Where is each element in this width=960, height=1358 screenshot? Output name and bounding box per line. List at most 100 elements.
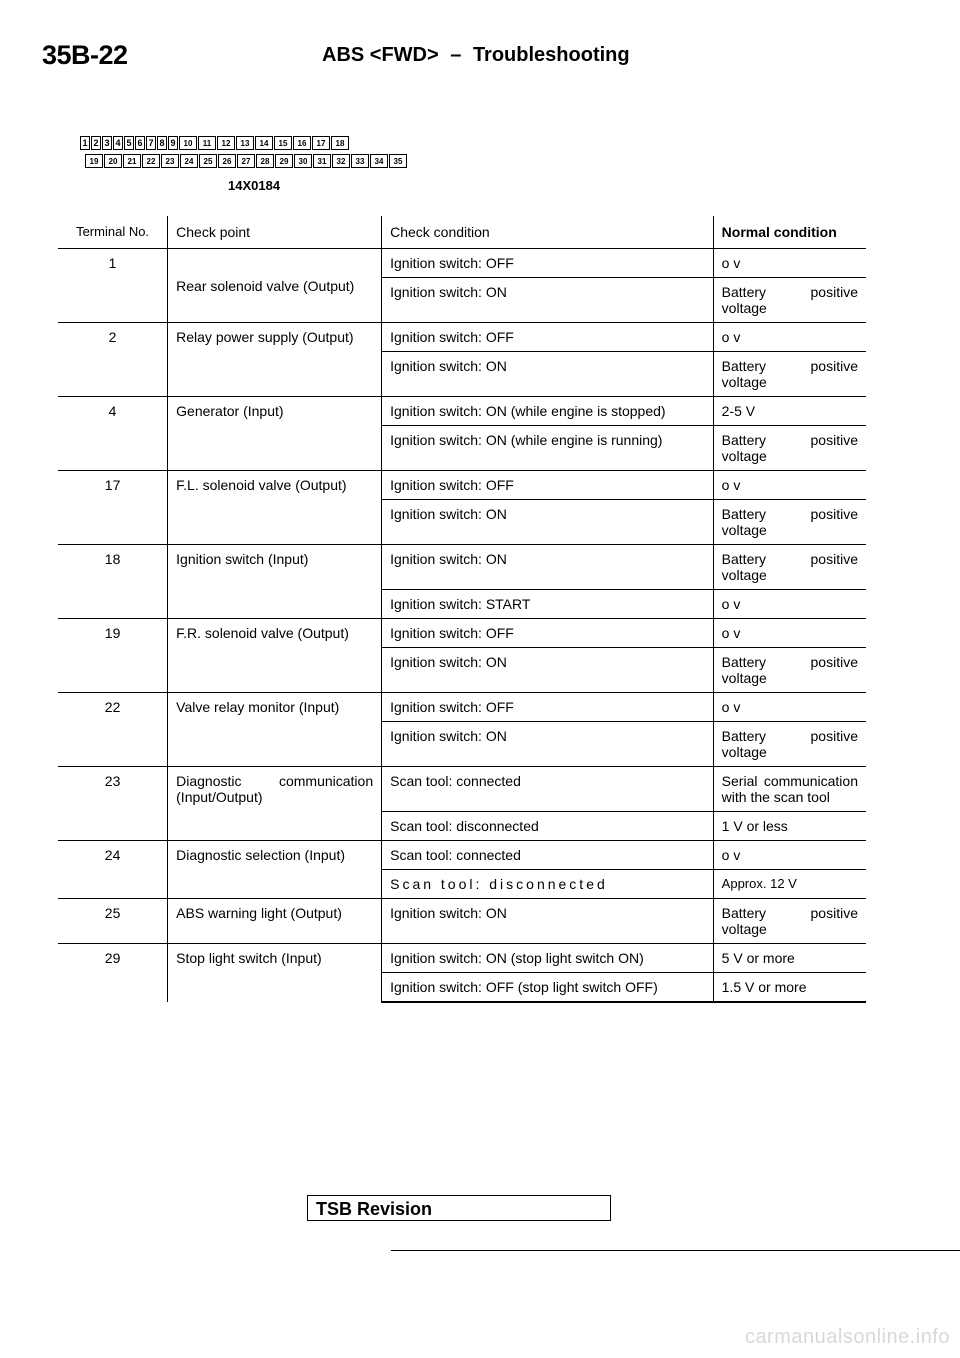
check-point: Ignition switch (Input) [167, 544, 383, 619]
check-point: Diagnostic communication (Input/Output) [167, 766, 383, 841]
connector-pin: 21 [123, 154, 141, 168]
check-condition: Ignition switch: ON [381, 721, 714, 767]
table-row: 23 Diagnostic communication (Input/Outpu… [58, 766, 866, 841]
normal-condition: o v [713, 840, 866, 870]
check-condition: Ignition switch: OFF [381, 470, 714, 500]
check-condition: Scan tool: disconnected [381, 811, 714, 841]
connector-pin: 10 [179, 136, 197, 150]
normal-condition: Approx. 12 V [713, 869, 866, 899]
table-header-row: Terminal No. Check point Check condition… [58, 216, 866, 249]
check-condition: Ignition switch: OFF [381, 692, 714, 722]
header-check-point: Check point [167, 216, 383, 249]
table-row: 22 Valve relay monitor (Input) Ignition … [58, 692, 866, 767]
table-row: Ignition switch: ON Battery positive vol… [58, 721, 866, 767]
connector-pin: 9 [168, 136, 178, 150]
table-row: Ignition switch: OFF (stop light switch … [58, 972, 866, 1003]
check-point: F.L. solenoid valve (Output) [167, 470, 383, 545]
connector-pin: 32 [332, 154, 350, 168]
terminal-number: 1 [58, 248, 169, 323]
connector-pin: 27 [237, 154, 255, 168]
terminal-number: 19 [58, 618, 169, 693]
check-point: Generator (Input) [167, 396, 383, 471]
connector-pin: 35 [389, 154, 407, 168]
check-condition: Ignition switch: ON [381, 647, 714, 693]
connector-pin: 6 [135, 136, 145, 150]
connector-pin: 7 [146, 136, 156, 150]
connector-pin: 3 [102, 136, 112, 150]
title-dash: – [450, 44, 462, 66]
table-row: 24 Diagnostic selection (Input) Scan too… [58, 840, 866, 899]
terminal-number: 18 [58, 544, 169, 619]
connector-pin: 1 [80, 136, 90, 150]
check-condition: Ignition switch: ON [381, 544, 714, 590]
normal-condition: o v [713, 248, 866, 278]
normal-condition: o v [713, 692, 866, 722]
terminal-number: 25 [58, 898, 169, 944]
check-point: Stop light switch (Input) [167, 943, 383, 1002]
connector-pin: 33 [351, 154, 369, 168]
check-condition: Ignition switch: OFF [381, 248, 714, 278]
terminal-check-table: Terminal No. Check point Check condition… [58, 216, 866, 1003]
connector-pin: 25 [199, 154, 217, 168]
table-row: Ignition switch: ON Battery positive vol… [58, 277, 866, 323]
table-row: Scan tool: disconnected Approx. 12 V [58, 869, 866, 899]
check-point: Valve relay monitor (Input) [167, 692, 383, 767]
normal-condition: Battery positive voltage [713, 721, 866, 767]
connector-pin: 12 [217, 136, 235, 150]
check-condition: Ignition switch: ON (stop light switch O… [381, 943, 714, 973]
normal-condition: 2-5 V [713, 396, 866, 426]
check-condition: Ignition switch: ON (while engine is sto… [381, 396, 714, 426]
normal-condition: Battery positive voltage [713, 544, 866, 590]
table-row: Scan tool: disconnected 1 V or less [58, 811, 866, 841]
connector-pin: 18 [331, 136, 349, 150]
normal-condition: o v [713, 589, 866, 619]
connector-pin: 4 [113, 136, 123, 150]
table-row: Ignition switch: START o v [58, 589, 866, 619]
connector-pin: 16 [293, 136, 311, 150]
connector-pin: 15 [274, 136, 292, 150]
connector-pin: 19 [85, 154, 103, 168]
connector-pin: 34 [370, 154, 388, 168]
table-row: 29 Stop light switch (Input) Ignition sw… [58, 943, 866, 1002]
normal-condition: o v [713, 322, 866, 352]
connector-pin: 24 [180, 154, 198, 168]
check-condition: Ignition switch: ON [381, 499, 714, 545]
connector-pin: 14 [255, 136, 273, 150]
connector-pin: 31 [313, 154, 331, 168]
table-row: 17 F.L. solenoid valve (Output) Ignition… [58, 470, 866, 545]
normal-condition: Battery positive voltage [713, 277, 866, 323]
connector-pin: 28 [256, 154, 274, 168]
normal-condition: 1.5 V or more [713, 972, 866, 1003]
connector-pin: 26 [218, 154, 236, 168]
terminal-number: 22 [58, 692, 169, 767]
table-row: Ignition switch: ON Battery positive vol… [58, 647, 866, 693]
connector-pin: 22 [142, 154, 160, 168]
connector-pin: 2 [91, 136, 101, 150]
table-row: 2 Relay power supply (Output) Ignition s… [58, 322, 866, 397]
page-title: ABS <FWD> – Troubleshooting [322, 44, 636, 67]
check-condition: Ignition switch: OFF (stop light switch … [381, 972, 714, 1003]
table-row: 25 ABS warning light (Output) Ignition s… [58, 898, 866, 944]
check-condition: Ignition switch: START [381, 589, 714, 619]
normal-condition: Battery positive voltage [713, 647, 866, 693]
table-row: Ignition switch: ON (while engine is run… [58, 425, 866, 471]
header-check-condition: Check condition [381, 216, 714, 249]
connector-pin: 11 [198, 136, 216, 150]
connector-pin: 20 [104, 154, 122, 168]
normal-condition: o v [713, 470, 866, 500]
check-condition: Ignition switch: OFF [381, 322, 714, 352]
table-row: 18 Ignition switch (Input) Ignition swit… [58, 544, 866, 619]
check-point: F.R. solenoid valve (Output) [167, 618, 383, 693]
check-condition: Scan tool: connected [381, 766, 714, 812]
page-number: 35B-22 [42, 40, 128, 70]
connector-pin: 23 [161, 154, 179, 168]
table-row: 4 Generator (Input) Ignition switch: ON … [58, 396, 866, 471]
table-row: 19 F.R. solenoid valve (Output) Ignition… [58, 618, 866, 693]
connector-pin: 29 [275, 154, 293, 168]
terminal-number: 23 [58, 766, 169, 841]
check-point: ABS warning light (Output) [167, 898, 383, 944]
title-text: Troubleshooting [472, 44, 630, 66]
